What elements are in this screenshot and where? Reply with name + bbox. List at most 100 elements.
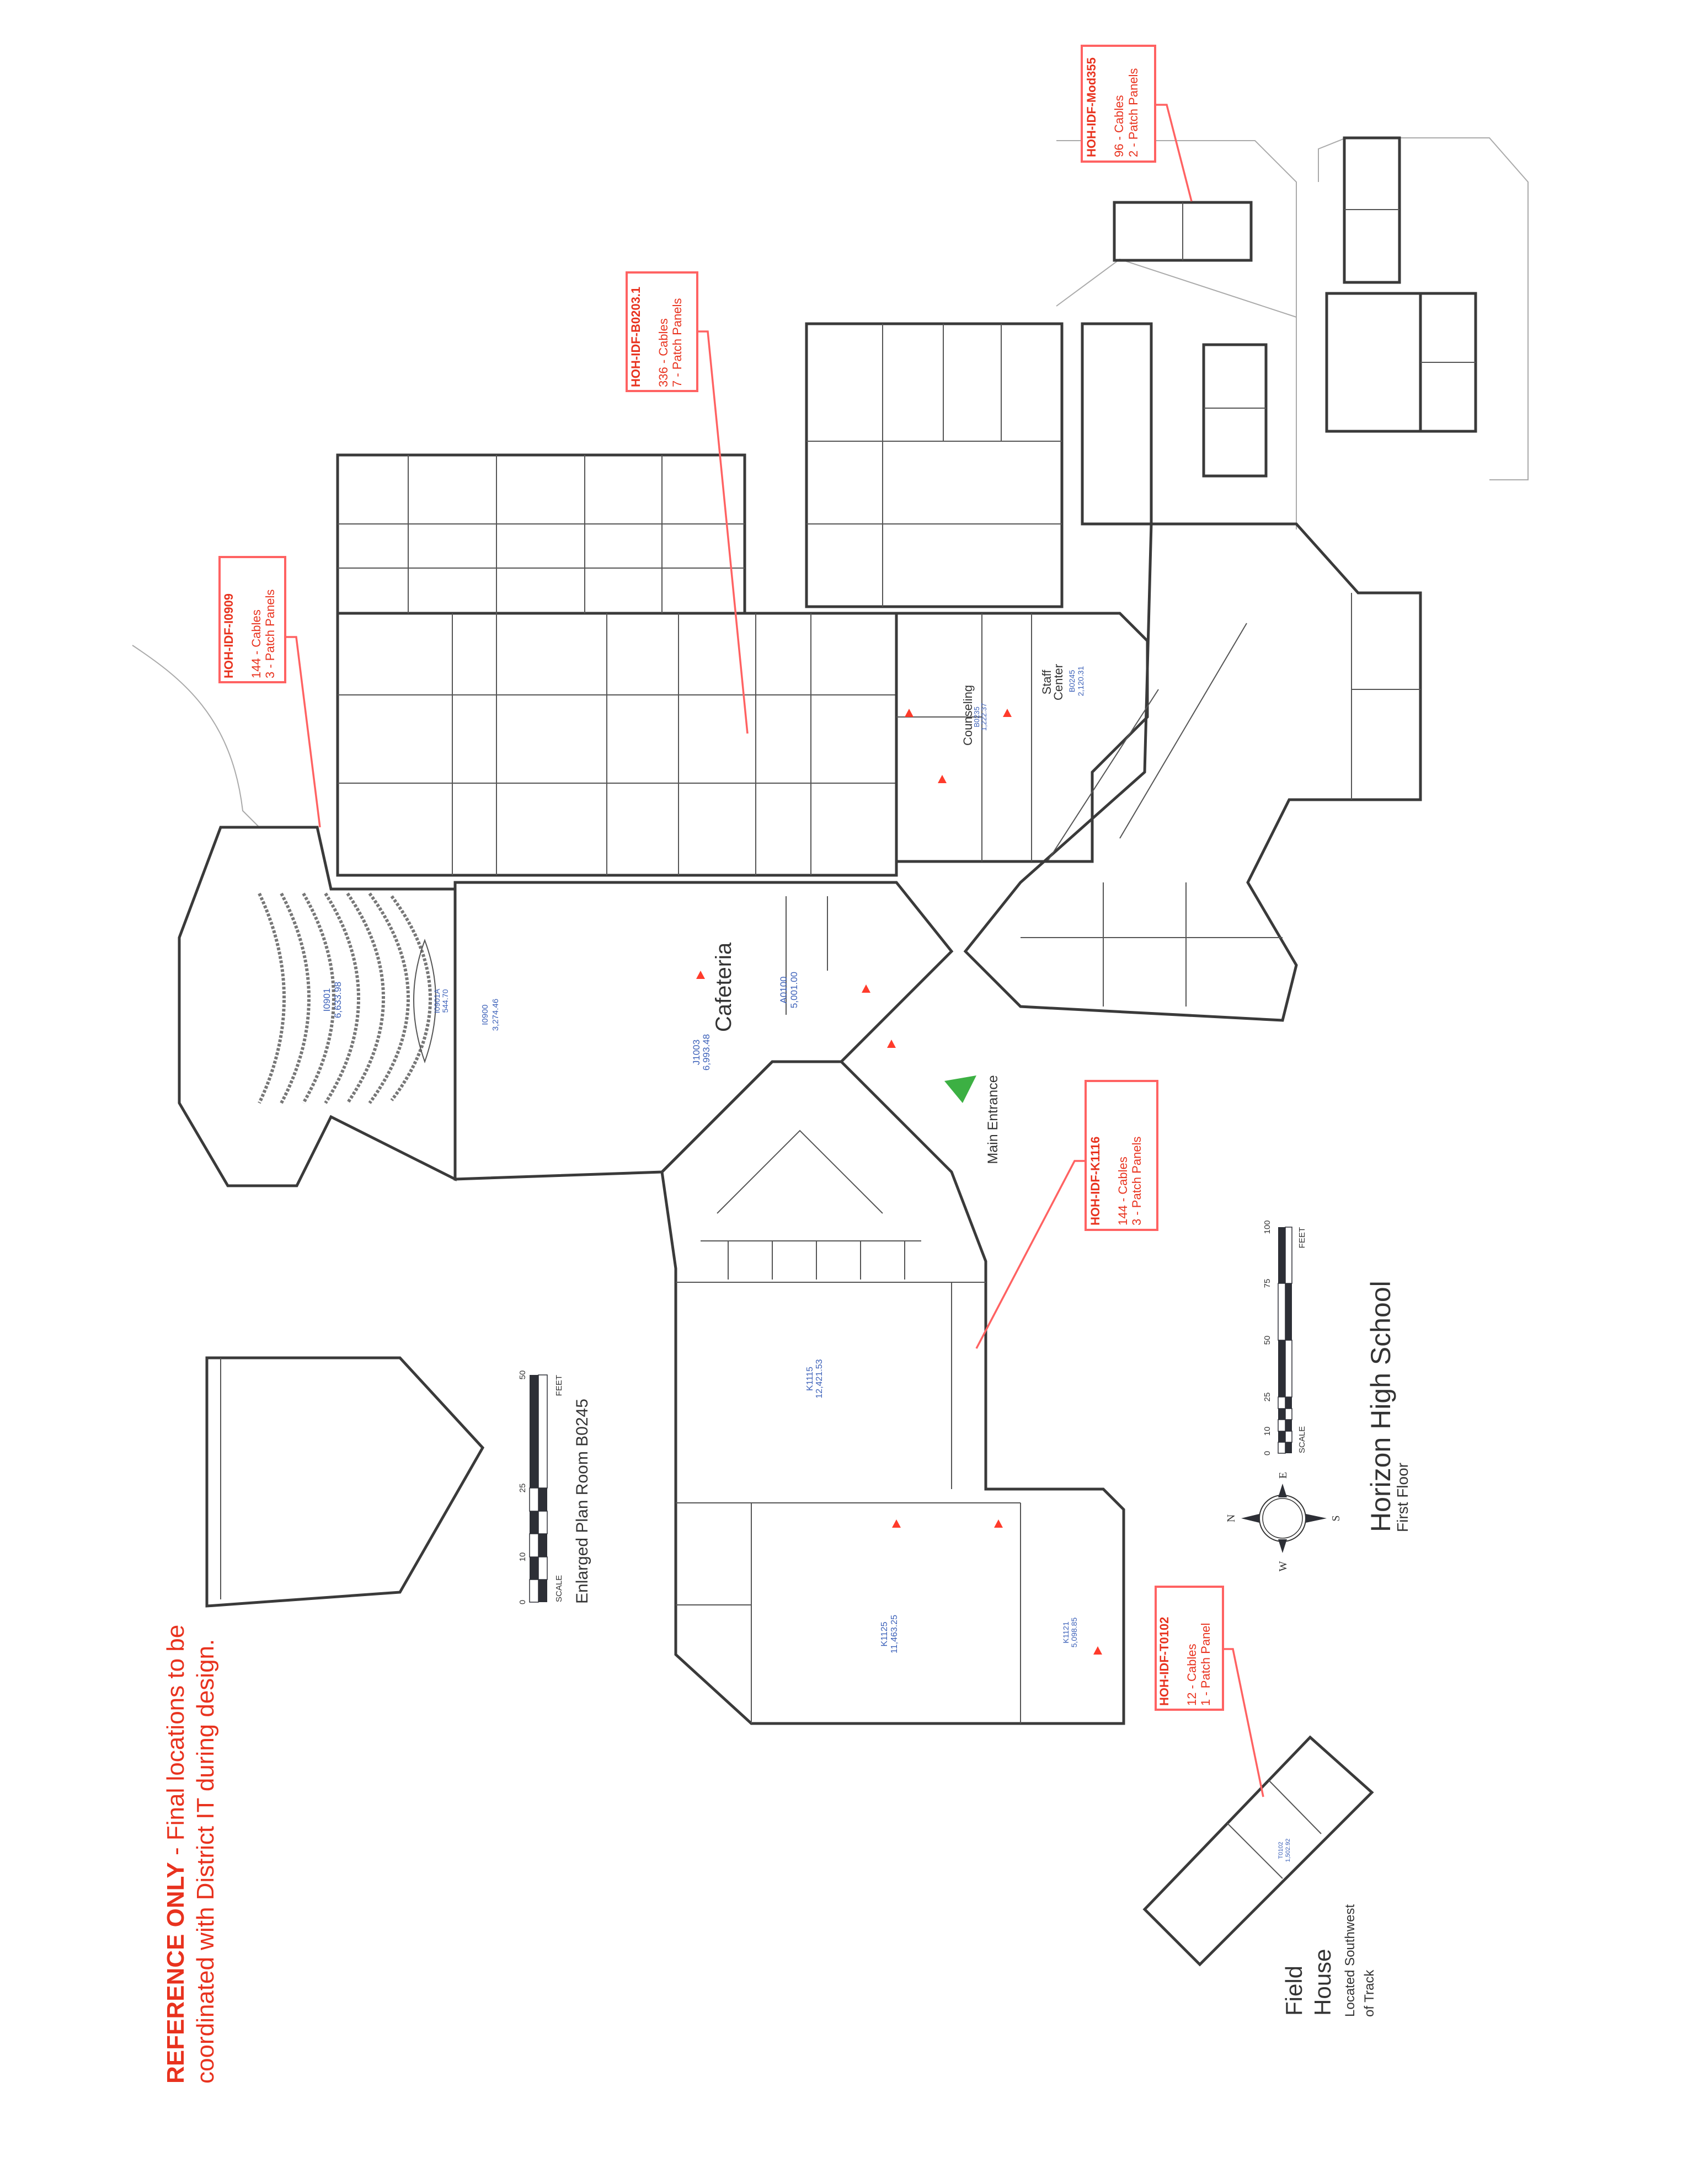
room-label: I0901A 544.70 — [432, 988, 450, 1013]
device-marker-icon — [696, 971, 705, 979]
room-area: 3,274.46 — [491, 999, 500, 1031]
feet-label: FEET — [1297, 1227, 1307, 1248]
device-marker-icon — [994, 1519, 1003, 1528]
staff-center-label-line2: Center — [1051, 664, 1065, 700]
device-marker-icon — [905, 709, 914, 717]
idf-id: HOH-IDF-Mod355 — [1085, 57, 1098, 157]
room-id: K1125 — [880, 1621, 889, 1646]
scale-tick: 25 — [1263, 1393, 1272, 1402]
site-outline — [132, 137, 1529, 828]
idf-patch-panels: 3 - Patch Panels — [263, 590, 277, 678]
room-id: I0901A — [432, 988, 441, 1013]
room-id: J1003 — [691, 1040, 702, 1065]
disclaimer-line1: REFERENCE ONLY - Final locations to be — [162, 1625, 189, 2084]
idf-callout: HOH-IDF-Mod355 96 - Cables 2 - Patch Pan… — [1081, 45, 1193, 202]
idf-cables: 144 - Cables — [249, 609, 263, 678]
disclaimer-bold: REFERENCE ONLY — [162, 1862, 189, 2084]
room-label: B0235 1,222.37 — [973, 703, 988, 731]
scale-tick: 0 — [518, 1600, 527, 1604]
enlarged-plan-title: Enlarged Plan Room B0245 — [573, 1399, 591, 1604]
compass-rose-icon: N E S W — [1225, 1472, 1342, 1572]
floor-subtitle: First Floor — [1394, 1463, 1411, 1532]
room-id: I0900 — [480, 1004, 490, 1025]
idf-cables: 336 - Cables — [656, 318, 670, 387]
idf-cables: 144 - Cables — [1116, 1157, 1130, 1225]
idf-id: HOH-IDF-B0203.1 — [629, 287, 643, 387]
scale-tick: 75 — [1263, 1279, 1272, 1288]
idf-callout: HOH-IDF-K1116 144 - Cables 3 - Patch Pan… — [975, 1080, 1158, 1349]
device-marker-icon — [862, 984, 870, 993]
disclaimer-line2: coordinated with District IT during desi… — [192, 1639, 219, 2084]
idf-id: HOH-IDF-I0909 — [222, 593, 236, 678]
room-label: T0102 1,502.92 — [1278, 1839, 1291, 1862]
idf-patch-panels: 7 - Patch Panels — [670, 298, 684, 387]
room-label: I0900 3,274.46 — [480, 999, 500, 1031]
room-labels: J1003 6,993.48 A0100 5,001.00 I0901 6,63… — [322, 666, 1291, 1862]
scale-tick: 25 — [518, 1484, 527, 1493]
scale-tick: 10 — [1263, 1427, 1272, 1436]
building-walls — [178, 136, 1477, 1967]
room-area: 1,222.37 — [980, 703, 988, 731]
scale-label: SCALE — [1297, 1426, 1307, 1453]
main-entrance-label: Main Entrance — [985, 1075, 1001, 1164]
idf-patch-panels: 3 - Patch Panels — [1130, 1137, 1144, 1225]
device-marker-icon — [938, 775, 947, 783]
room-area: 11,463.25 — [890, 1615, 899, 1653]
room-area: 544.70 — [441, 989, 450, 1013]
idf-patch-panels: 1 - Patch Panel — [1199, 1623, 1212, 1706]
device-marker-icon — [892, 1519, 901, 1528]
disclaimer-rest: - Final locations to be — [162, 1625, 189, 1862]
enlarged-plan-scale-bar: 0 10 25 50 SCALE FEET — [518, 1371, 564, 1605]
room-id: A0100 — [778, 976, 789, 1003]
device-marker-icon — [1003, 709, 1012, 717]
device-markers — [696, 709, 1102, 1655]
room-id: B0245 — [1067, 670, 1076, 693]
idf-cables: 12 - Cables — [1185, 1644, 1199, 1706]
scale-tick: 100 — [1263, 1220, 1272, 1234]
room-area: 5,098.85 — [1070, 1618, 1078, 1648]
main-scale-bar: 0 10 25 50 75 100 SCALE FEET — [1263, 1220, 1307, 1455]
idf-id: HOH-IDF-T0102 — [1157, 1617, 1171, 1706]
cafeteria-label: Cafeteria — [712, 942, 736, 1032]
idf-callout: HOH-IDF-T0102 12 - Cables 1 - Patch Pane… — [1155, 1586, 1264, 1797]
feet-label: FEET — [554, 1375, 564, 1396]
scale-tick: 50 — [518, 1371, 527, 1380]
field-house-note-line1: Located Southwest — [1343, 1904, 1358, 2017]
room-id: B0235 — [973, 706, 981, 727]
room-id: K1115 — [805, 1367, 815, 1391]
device-marker-icon — [1093, 1646, 1102, 1655]
room-id: K1121 — [1061, 1621, 1070, 1644]
scale-tick: 0 — [1263, 1451, 1272, 1455]
main-entrance-marker — [944, 1075, 976, 1103]
idf-callout: HOH-IDF-I0909 144 - Cables 3 - Patch Pan… — [218, 556, 321, 828]
idf-cables: 96 - Cables — [1112, 95, 1126, 157]
room-label: K1125 11,463.25 — [880, 1615, 899, 1653]
scale-tick: 10 — [518, 1553, 527, 1562]
field-house-note-line2: of Track — [1362, 1969, 1377, 2017]
scale-label: SCALE — [554, 1575, 564, 1602]
room-area: 6,633.98 — [333, 982, 343, 1018]
room-area: 1,502.92 — [1285, 1839, 1291, 1862]
room-area: 12,421.53 — [815, 1359, 824, 1398]
compass-west: W — [1277, 1561, 1289, 1571]
room-id: I0901 — [322, 988, 332, 1012]
school-title: Horizon High School — [1365, 1281, 1396, 1532]
idf-callout: HOH-IDF-B0203.1 336 - Cables 7 - Patch P… — [626, 271, 749, 734]
field-house-title-line2: House — [1310, 1949, 1336, 2016]
compass-east: E — [1277, 1472, 1289, 1479]
device-marker-icon — [887, 1040, 896, 1048]
room-area: 2,120.31 — [1076, 666, 1085, 697]
room-label: J1003 6,993.48 — [691, 1034, 712, 1070]
compass-south: S — [1330, 1515, 1342, 1521]
room-area: 5,001.00 — [789, 972, 799, 1008]
field-house-title-line1: Field — [1281, 1966, 1307, 2016]
room-label: I0901 6,633.98 — [322, 982, 343, 1018]
room-label: K1115 12,421.53 — [805, 1359, 824, 1398]
scale-tick: 50 — [1263, 1336, 1272, 1345]
idf-id: HOH-IDF-K1116 — [1088, 1137, 1102, 1225]
staff-center-label-line1: Staff — [1040, 670, 1054, 695]
room-area: 6,993.48 — [701, 1034, 712, 1070]
compass-north: N — [1225, 1514, 1237, 1522]
room-label: K1121 5,098.85 — [1061, 1618, 1078, 1648]
